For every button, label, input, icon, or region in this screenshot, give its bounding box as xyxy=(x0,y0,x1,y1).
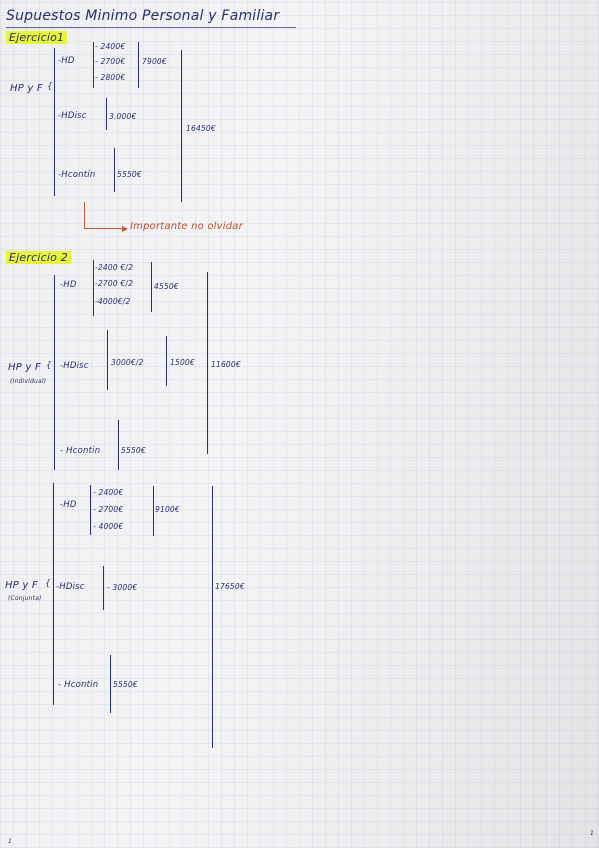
corner-mark-left: 1 xyxy=(8,838,13,845)
ej2-conj-hd-total-bracket xyxy=(153,486,155,536)
ej2-ind-brace-open: { xyxy=(46,361,52,371)
ej2-ind-hcontin-bracket xyxy=(118,420,120,470)
ej1-hd-bracket xyxy=(93,42,95,88)
ej2-ind-hd-item: -2400 €/2 xyxy=(95,263,134,272)
ej2-ind-hdisc-value: 3000€/2 xyxy=(111,358,144,367)
ej2-conj-total: 17650€ xyxy=(215,582,245,591)
ej2-conj-hcontin-value: 5550€ xyxy=(113,680,138,689)
ej2-ind-total: 11600€ xyxy=(211,360,241,369)
ej2-ind-hd-total: 4550€ xyxy=(154,282,179,291)
ej2-conj-brace-open: { xyxy=(45,579,51,589)
ej2-conj-hd-item: - 2700€ xyxy=(93,505,124,514)
ej2-conj-hcontin-label: - Hcontin xyxy=(58,680,99,690)
ej2-conj-hdisc-bracket xyxy=(103,566,105,610)
ej2-ind-hd-total-bracket xyxy=(151,262,153,312)
ej1-total: 16450€ xyxy=(186,124,216,133)
ej1-bracket-line xyxy=(54,48,56,196)
ej2-ind-hd-item: -4000€/2 xyxy=(95,297,131,306)
ej1-hdisc-bracket xyxy=(106,98,108,130)
ej2-conj-total-bracket xyxy=(212,486,214,748)
corner-mark-right: 1 xyxy=(590,830,595,837)
ej1-hcontin-bracket xyxy=(114,148,116,192)
ej1-note: Importante no olvidar xyxy=(130,221,243,232)
ej2-ind-subject: HP y F xyxy=(8,362,41,373)
ej2-conj-hd-label: -HD xyxy=(60,500,77,510)
ej2-ind-hdisc-total-bracket xyxy=(166,336,168,386)
ej2-ind-total-bracket xyxy=(207,272,209,454)
ej1-hcontin-label: -Hcontin xyxy=(58,170,96,180)
ej2-conj-hcontin-bracket xyxy=(110,655,112,713)
ej2-ind-hdisc-bracket xyxy=(107,330,109,390)
ej1-hd-item: - 2400€ xyxy=(95,42,126,51)
ej2-conj-hd-item: - 2400€ xyxy=(93,488,124,497)
ej1-hdisc-value: 3.000€ xyxy=(109,112,137,121)
ej2-ind-bracket-line xyxy=(54,275,56,470)
ej1-hd-item: - 2700€ xyxy=(95,57,126,66)
ej2-ind-hcontin-label: - Hcontin xyxy=(60,446,101,456)
ej1-hd-total: 7900€ xyxy=(142,57,167,66)
page-title: Supuestos Minimo Personal y Familiar xyxy=(6,8,280,24)
ej2-conj-hd-item: - 4000€ xyxy=(93,522,124,531)
ej2-conj-bracket-line xyxy=(53,483,55,705)
ej1-note-arrow-head xyxy=(122,226,128,232)
ej1-brace-open: { xyxy=(47,82,53,92)
ej1-hdisc-label: -HDisc xyxy=(58,111,87,121)
ej1-hd-total-bracket xyxy=(138,42,140,88)
ej2-heading: Ejercicio 2 xyxy=(6,251,71,264)
ej2-ind-subject-note: (Individual) xyxy=(10,378,47,385)
ej1-heading: Ejercicio1 xyxy=(6,31,68,44)
ej2-ind-hcontin-value: 5550€ xyxy=(121,446,146,455)
ej1-note-arrow-line xyxy=(84,228,124,230)
ej1-hd-item: - 2800€ xyxy=(95,73,126,82)
ej2-ind-hd-item: -2700 €/2 xyxy=(95,279,134,288)
ej1-subject: HP y F xyxy=(10,83,43,94)
ej2-conj-subject: HP y F xyxy=(5,580,38,591)
ej2-ind-hdisc-total: 1500€ xyxy=(170,358,195,367)
title-underline xyxy=(6,27,296,28)
ej2-conj-subject-note: (Conjunta) xyxy=(8,595,42,602)
ej2-conj-hd-total: 9100€ xyxy=(155,505,180,514)
ej2-conj-hd-bracket xyxy=(90,485,92,535)
ej2-ind-hd-bracket xyxy=(93,260,95,316)
ej1-note-arrow-stem xyxy=(84,202,86,229)
ej1-hd-label: -HD xyxy=(58,56,75,66)
ej1-total-bracket xyxy=(181,50,183,202)
ej2-conj-hdisc-label: -HDisc xyxy=(56,582,85,592)
ej2-ind-hdisc-label: -HDisc xyxy=(60,361,89,371)
ej2-conj-hdisc-value: - 3000€ xyxy=(107,583,138,592)
ej2-ind-hd-label: -HD xyxy=(60,280,77,290)
ej1-hcontin-value: 5550€ xyxy=(117,170,142,179)
